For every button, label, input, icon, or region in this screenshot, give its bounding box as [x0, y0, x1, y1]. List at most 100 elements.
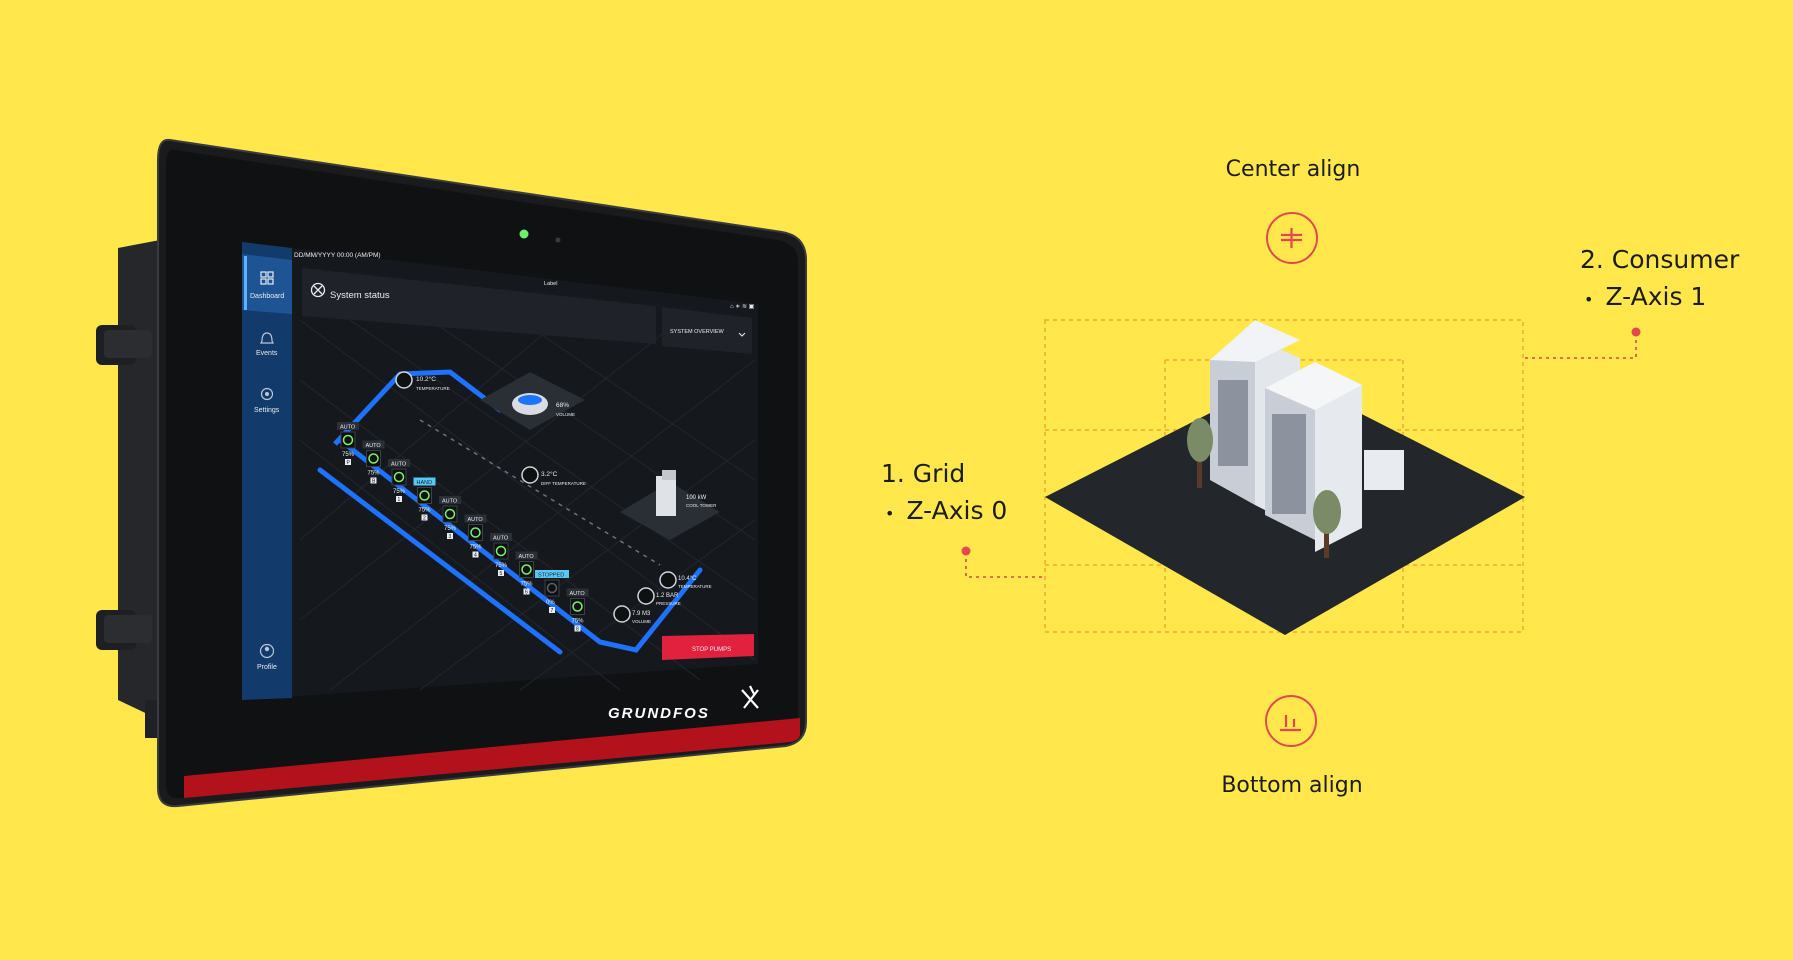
view-select-box[interactable]	[662, 307, 752, 354]
pump-icon	[493, 542, 509, 560]
pump-percent: 75%	[572, 619, 585, 625]
pump-status-ring	[393, 471, 405, 483]
red-strip	[184, 718, 800, 798]
stop-pumps-button[interactable]	[662, 634, 754, 660]
diff-temp-label: DIFF TEMPERATURE	[541, 481, 586, 486]
pump-number: P	[347, 460, 351, 466]
pump-percent: 75%	[368, 471, 381, 477]
pump-number-badge	[447, 533, 453, 539]
pump-unit[interactable]: AUTO 75% B	[362, 440, 385, 485]
grid-annotation: 1. Grid •Z-Axis 0	[881, 459, 1007, 525]
nav-settings[interactable]: Settings	[254, 387, 280, 415]
pump-mode-text: AUTO	[468, 517, 484, 523]
nav-events[interactable]: Events	[256, 332, 278, 357]
consumer-title: 2. Consumer	[1580, 245, 1740, 274]
nav-item-dashboard-active	[242, 254, 292, 314]
pump-number-badge	[472, 551, 479, 558]
cooling-tower-value: 100 kW	[686, 495, 707, 501]
chevron-down-icon	[738, 332, 746, 337]
pump-number-badge	[549, 607, 555, 613]
center-align-icon[interactable]	[1266, 212, 1318, 264]
pump-mode-badge	[490, 533, 512, 541]
nav-label: Profile	[257, 664, 277, 671]
pump-number: B	[372, 479, 376, 485]
pump-number: 8	[576, 627, 579, 633]
gauge-icon	[613, 605, 631, 623]
tank-label: VOLUME	[556, 412, 575, 417]
center-align-label: Center align	[1225, 157, 1361, 182]
grid-title: 1. Grid	[881, 459, 966, 488]
pump-number: 5	[500, 571, 503, 577]
screen: AUTO75%PAUTO75%BAUTO75%1HAND75%2AUTO75%3…	[242, 242, 758, 700]
pumps-layer: AUTO75%PAUTO75%BAUTO75%1HAND75%2AUTO75%3…	[337, 422, 589, 633]
pump-mode-text: AUTO	[570, 591, 586, 597]
pump-unit[interactable]: HAND 75% 2	[413, 477, 436, 522]
pump-percent: 75%	[470, 545, 483, 551]
close-icon[interactable]	[310, 282, 326, 298]
pump-number: 2	[423, 516, 426, 522]
pump-mode-badge	[515, 551, 538, 560]
center-align-glyph	[1281, 228, 1302, 248]
pump-percent: 75%	[393, 489, 406, 495]
bottom-align-icon[interactable]	[1265, 695, 1317, 747]
nav-label: Settings	[254, 407, 280, 414]
view-select-label: SYSTEM OVERVIEW	[670, 329, 724, 335]
pump-status-ring	[419, 490, 430, 501]
pump-mode-badge	[439, 496, 461, 504]
pump-percent: 75%	[444, 526, 457, 532]
nav-dashboard[interactable]: Dashboard	[250, 271, 284, 300]
pump-status-ring	[495, 545, 507, 557]
status-led	[519, 229, 529, 239]
pump-unit[interactable]: AUTO 75% 1	[388, 459, 410, 503]
tank-value: 68%	[556, 402, 569, 409]
pump-number-badge	[345, 459, 351, 465]
pump-number-badge	[574, 625, 581, 632]
consumer-bullet: •Z-Axis 1	[1584, 282, 1707, 311]
pump-mode-text: AUTO	[493, 536, 509, 542]
bell-icon	[260, 332, 274, 344]
pump-unit[interactable]: AUTO 75% 8	[566, 588, 589, 633]
pump-status-ring	[470, 527, 481, 538]
pump-icon	[442, 505, 458, 523]
pump-mode-text: HAND	[417, 480, 433, 486]
pump-mode-text: AUTO	[366, 443, 382, 449]
datetime-text: DD/MM/YYYY 00:00 (AM/PM)	[294, 252, 381, 259]
stop-pumps-label: STOP PUMPS	[692, 647, 731, 653]
nav-profile[interactable]: Profile	[257, 643, 277, 672]
gear-icon	[260, 387, 274, 401]
pump-status-ring	[444, 508, 456, 520]
temperature-label: TEMPERATURE	[416, 386, 450, 391]
header-bar	[302, 268, 656, 344]
gauge-icon	[659, 571, 677, 589]
screen-grid	[299, 319, 756, 691]
pump-number-badge	[370, 477, 377, 484]
tree-icon	[1313, 490, 1341, 558]
pump-number-badge	[421, 514, 428, 521]
pump-percent: 75%	[419, 508, 432, 514]
pump-mode-text: AUTO	[391, 462, 407, 468]
status-icons: ⌂ ∗ ≋ ▣	[730, 304, 755, 310]
pump-status-ring	[342, 434, 354, 446]
tree-icon	[1187, 418, 1213, 488]
bottom-align-glyph	[1280, 715, 1301, 732]
nav-label: Events	[256, 350, 278, 357]
pump-number: 1	[398, 497, 401, 503]
nav-rail	[242, 242, 292, 700]
pump-mode-badge	[566, 588, 589, 597]
gauge-icon	[637, 587, 655, 605]
pump-icon	[340, 431, 356, 449]
pump-status-ring	[368, 453, 379, 464]
volume-label: VOLUME	[632, 619, 651, 624]
pump-mode-badge	[413, 477, 436, 486]
temperature2-label: TEMPERATURE	[678, 584, 712, 589]
pump-percent: 75%	[521, 582, 534, 588]
pump-icon	[468, 524, 483, 541]
grid-bullet-text: Z-Axis 0	[906, 496, 1008, 525]
